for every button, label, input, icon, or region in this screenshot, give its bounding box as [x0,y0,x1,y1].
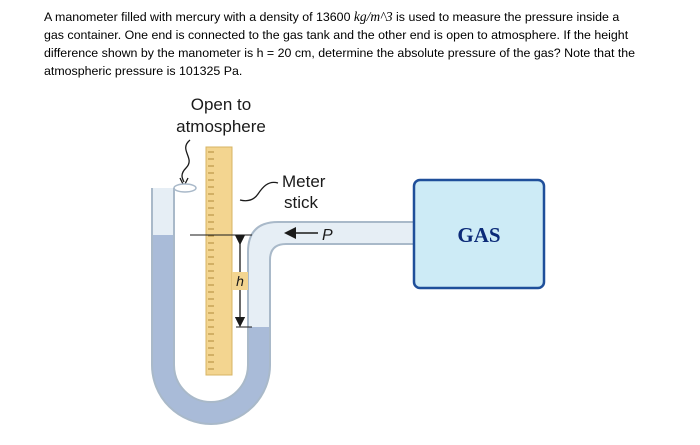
open-to-label: Open to [191,95,252,114]
meter-pointer [239,181,279,202]
tube-body [152,188,415,424]
problem-line-3: difference shown by the manometer is h =… [44,46,636,60]
atmosphere-label: atmosphere [176,117,266,136]
gas-label: GAS [457,223,500,247]
meter-label: Meter [282,172,326,191]
tube-inner-wall [173,188,415,403]
meter-stick-ticks [208,151,214,370]
density-unit: kg/m^3 [353,9,393,24]
mercury-column [152,235,270,424]
meter-stick [205,146,233,376]
problem-line-1-end: is used to measure the pressure inside a [392,10,620,24]
problem-line-1-text: A manometer filled with mercury with a d… [44,10,354,24]
height-label-bg [232,272,248,290]
meter-stick-body [205,146,233,376]
open-end-pointer [181,139,191,183]
height-label: h [236,273,244,289]
u-tube [151,183,415,425]
problem-statement: A manometer filled with mercury with a d… [44,8,692,80]
gas-tank [412,178,546,290]
pressure-label: P [322,227,333,244]
problem-line-4: atmospheric pressure is 101325 Pa. [44,64,243,78]
problem-line-1: A manometer filled with mercury with a d… [44,8,692,26]
stick-label: stick [284,193,319,212]
tube-outer-wall [151,188,415,425]
problem-line-2: gas container. One end is connected to t… [44,28,629,42]
tube-open-end [173,183,197,193]
